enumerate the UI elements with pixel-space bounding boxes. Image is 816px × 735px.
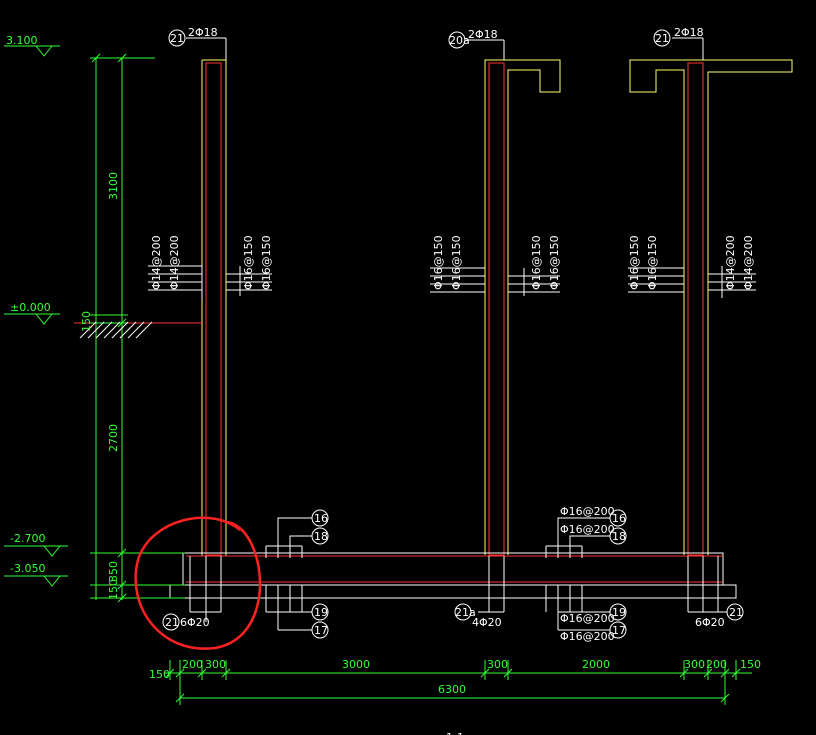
wall-callout-leaders xyxy=(148,265,756,300)
callout-circles xyxy=(162,29,744,639)
top-rebar-mid-tag: 20a xyxy=(449,34,470,47)
vdim-upper: 3100 xyxy=(107,172,120,200)
w2-right-b: Φ16@150 xyxy=(548,235,561,290)
slab-tag-18-left: 18 xyxy=(314,530,328,543)
wall-rebar-labels: Φ14@200 Φ14@200 Φ16@150 Φ16@150 Φ16@150 … xyxy=(150,235,755,290)
w2-right-a: Φ16@150 xyxy=(530,235,543,290)
slab-bot-b: Φ16@200 xyxy=(560,630,615,643)
bottom-bar-left: 6Φ20 xyxy=(180,616,210,629)
w1-outer-a: Φ14@200 xyxy=(150,235,163,290)
w3-left-a: Φ16@150 xyxy=(628,235,641,290)
bottom-bar-right-tag: 21 xyxy=(729,606,743,619)
ground-hatch xyxy=(79,321,153,339)
vdim-lower: 2700 xyxy=(107,424,120,452)
hdim-d4: 3000 xyxy=(342,658,370,671)
w3-right-a: Φ14@200 xyxy=(724,235,737,290)
hdim-d7: 300 xyxy=(684,658,705,671)
hdim-total: 6300 xyxy=(438,683,466,696)
section-title: 1-1 xyxy=(446,731,464,735)
elevation-top: 3.100 xyxy=(6,34,38,47)
w1-inner-b: Φ16@150 xyxy=(260,235,273,290)
w2-left-b: Φ16@150 xyxy=(450,235,463,290)
hdim-d9: 150 xyxy=(740,658,761,671)
w2-left-a: Φ16@150 xyxy=(432,235,445,290)
bottom-bar-left-tag: 21 xyxy=(165,616,179,629)
highlight-circle xyxy=(134,516,262,650)
slab-tag-16-left: 16 xyxy=(314,512,328,525)
hdim-d8: 200 xyxy=(706,658,727,671)
vdim-slab: 350 xyxy=(107,561,120,582)
elevation-slab-bottom: -3.050 xyxy=(10,562,45,575)
vdim-ground-step: 150 xyxy=(80,311,93,332)
bottom-bar-mid-tag: 21a xyxy=(455,606,476,619)
hdim-d2: 200 xyxy=(182,658,203,671)
vdim-bottom: 150 xyxy=(107,579,120,600)
hdim-d3: 300 xyxy=(205,658,226,671)
slab-top-b: Φ16@200 xyxy=(560,523,615,536)
top-rebar-right-tag: 21 xyxy=(655,32,669,45)
hdim-d5: 300 xyxy=(487,658,508,671)
top-rebar-left: 2Φ18 xyxy=(188,26,218,39)
w1-inner-a: Φ16@150 xyxy=(242,235,255,290)
horizontal-dimension-lines xyxy=(164,660,752,705)
slab-callout-leaders xyxy=(186,37,730,631)
base-slab xyxy=(169,552,737,613)
slab-top-a: Φ16@200 xyxy=(560,505,615,518)
vertical-dimension-lines xyxy=(4,45,185,603)
bottom-bar-mid: 4Φ20 xyxy=(472,616,502,629)
w3-left-b: Φ16@150 xyxy=(646,235,659,290)
slab-tag-19-right: 19 xyxy=(612,606,626,619)
top-rebar-right: 2Φ18 xyxy=(674,26,704,39)
slab-tag-19-left: 19 xyxy=(314,606,328,619)
elevation-ground: ±0.000 xyxy=(10,301,51,314)
slab-tag-17-left: 17 xyxy=(314,624,328,637)
w1-outer-b: Φ14@200 xyxy=(168,235,181,290)
slab-tag-17-right: 17 xyxy=(612,624,626,637)
hdim-d6: 2000 xyxy=(582,658,610,671)
slab-bot-a: Φ16@200 xyxy=(560,612,615,625)
hdim-d1: 150 xyxy=(149,668,170,681)
top-rebar-left-tag: 21 xyxy=(170,32,184,45)
slab-tag-16-right: 16 xyxy=(612,512,626,525)
bottom-bar-right: 6Φ20 xyxy=(695,616,725,629)
rebar-lines xyxy=(74,62,722,583)
slab-tag-18-right: 18 xyxy=(612,530,626,543)
elevation-slab-top: -2.700 xyxy=(10,532,45,545)
top-rebar-mid: 2Φ18 xyxy=(468,28,498,41)
w3-right-b: Φ14@200 xyxy=(742,235,755,290)
